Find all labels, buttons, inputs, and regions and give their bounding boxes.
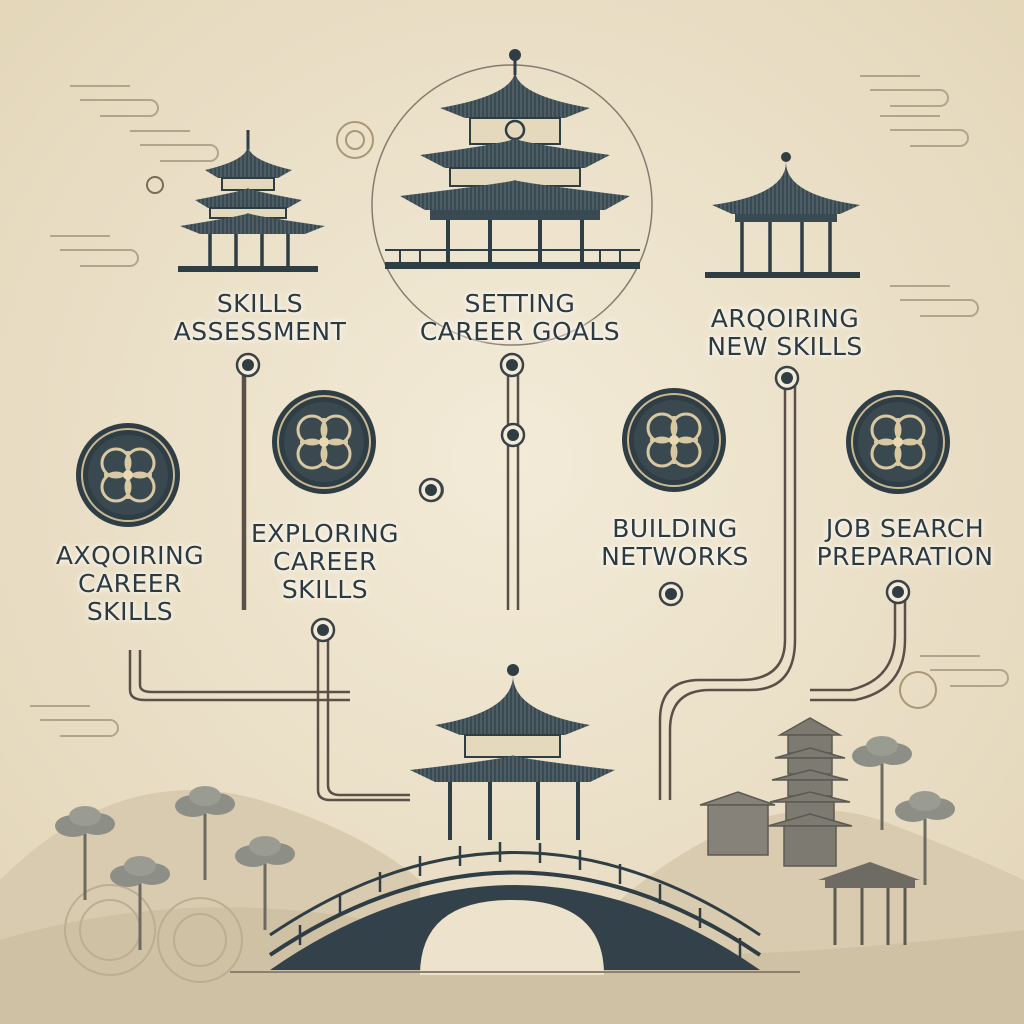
tower-right (767, 717, 853, 867)
node-dot-acquiring-new-skills (774, 365, 800, 391)
node-dot-building-networks (658, 581, 684, 607)
knot-medallion-mid-right (620, 386, 728, 494)
pagoda-top-center (385, 49, 640, 269)
label-setting-career-goals: SETTING CAREER GOALS (400, 290, 640, 346)
pagoda-top-left (178, 130, 325, 272)
pagoda-bottom-center (410, 664, 615, 840)
label-building-networks: BUILDING NETWORKS (580, 515, 770, 571)
label-line: ASSESSMENT (173, 317, 347, 346)
label-acquiring-career-skills: AXQOIRING CAREER SKILLS (35, 542, 225, 626)
gate-building-right (818, 862, 920, 945)
node-dot-setting-career-goals (499, 352, 525, 378)
label-line: PREPARATION (816, 542, 994, 571)
label-line: BUILDING (612, 514, 738, 543)
label-line: ARQOIRING (710, 304, 860, 333)
label-line: EXPLORING (250, 519, 400, 548)
knot-medallion-left (74, 421, 182, 529)
label-job-search-preparation: JOB SEARCH PREPARATION (800, 515, 1010, 571)
label-line: SETTING (464, 289, 576, 318)
label-line: AXQOIRING (55, 541, 205, 570)
label-skills-assessment: SKILLS ASSESSMENT (160, 290, 360, 346)
node-dot-job-search-preparation (885, 579, 911, 605)
label-line: NETWORKS (601, 542, 749, 571)
node-dot-exploring-career-skills (310, 617, 336, 643)
arched-bridge (230, 842, 800, 975)
node-dot-skills-assessment (235, 352, 261, 378)
label-line: SKILLS (216, 289, 304, 318)
label-line: SKILLS (86, 597, 174, 626)
label-line: CAREER (78, 569, 182, 598)
label-line: JOB SEARCH (825, 514, 985, 543)
pavilion-top-right (705, 152, 860, 278)
label-line: CAREER (273, 547, 377, 576)
node-dot-minor (418, 477, 444, 503)
label-line: NEW SKILLS (707, 332, 863, 361)
label-exploring-career-skills: EXPLORING CAREER SKILLS (230, 520, 420, 604)
knot-medallion-mid-left (270, 388, 378, 496)
knot-medallion-right (844, 388, 952, 496)
label-line: CAREER GOALS (419, 317, 621, 346)
small-building-right (699, 791, 776, 856)
label-line: SKILLS (281, 575, 369, 604)
label-acquiring-new-skills: ARQOIRING NEW SKILLS (690, 305, 880, 361)
node-dot-setting-career-goals-2 (500, 422, 526, 448)
